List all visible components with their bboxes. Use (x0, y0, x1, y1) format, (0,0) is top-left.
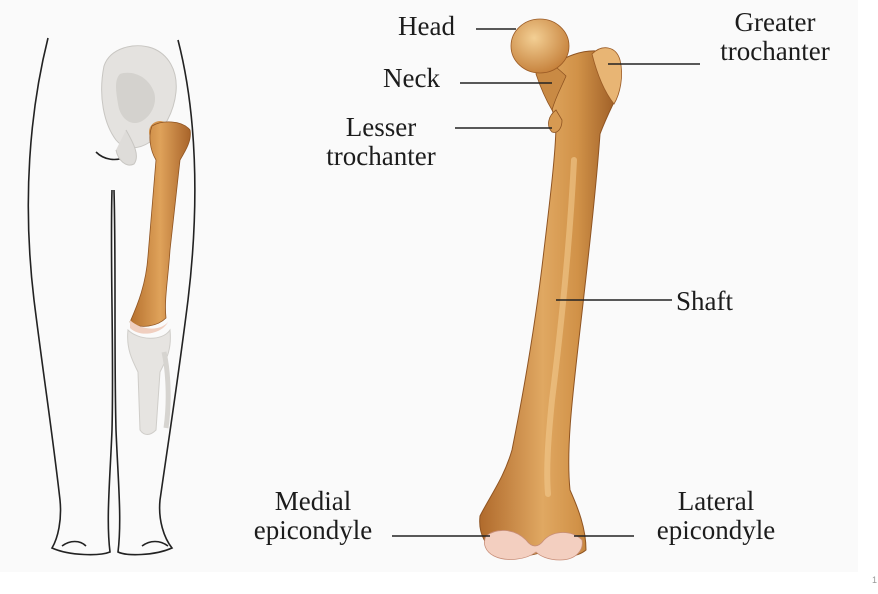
femur-diagram: Head Neck Lesser trochanter Greater troc… (27, 7, 850, 561)
greater-trochanter-line-1: Greater (734, 7, 816, 37)
lesser-trochanter-line-1: Lesser (345, 112, 417, 142)
greater-trochanter-label: Greater trochanter (700, 8, 850, 66)
neck-label: Neck (383, 63, 440, 93)
greater-trochanter-line-2: trochanter (720, 36, 830, 66)
lateral-epicondyle-line-1: Lateral (677, 486, 755, 516)
lower-leg-bones-icon (127, 328, 171, 435)
lateral-epicondyle-label: Lateral epicondyle (636, 487, 796, 545)
leg-outline (27, 37, 196, 556)
diagram-artwork (27, 18, 700, 561)
femur-icon (479, 18, 622, 561)
medial-epicondyle-line-2: epicondyle (253, 515, 373, 545)
leader-lines (392, 28, 700, 537)
lesser-trochanter-line-2: trochanter (326, 141, 436, 171)
small-femur-icon (129, 121, 191, 334)
shaft-label: Shaft (676, 286, 733, 316)
medial-epicondyle-label: Medial epicondyle (234, 487, 392, 545)
lesser-trochanter-label: Lesser trochanter (310, 113, 452, 171)
head-label: Head (398, 11, 455, 41)
medial-epicondyle-line-1: Medial (274, 486, 352, 516)
page-number: 1 (872, 575, 878, 585)
lateral-epicondyle-line-2: epicondyle (656, 515, 776, 545)
